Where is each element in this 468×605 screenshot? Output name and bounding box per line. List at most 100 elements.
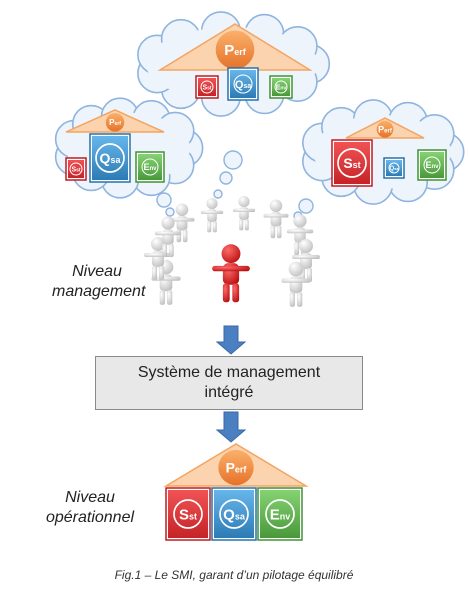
person-arms	[154, 231, 182, 236]
person-leg	[168, 243, 174, 258]
person-head	[288, 261, 304, 277]
block-Env: Env	[269, 75, 293, 99]
perf-badge	[218, 449, 254, 486]
block-Qsa: Qsa	[383, 157, 405, 179]
person-arms	[200, 210, 224, 214]
person-leg	[276, 225, 282, 239]
team-member	[281, 261, 311, 307]
team-circle	[144, 196, 320, 307]
thought-bubble	[165, 207, 175, 217]
roof: Perf	[163, 443, 309, 487]
block-ring	[274, 80, 288, 94]
person-leg	[159, 290, 165, 305]
person-leg	[270, 225, 276, 239]
flow-arrows	[215, 325, 247, 443]
block-Qsa: Qsa	[89, 133, 131, 183]
block-Sst: Sst	[65, 157, 87, 181]
roof-label: Perf	[224, 42, 247, 59]
person-arms	[281, 278, 311, 283]
person-leg	[232, 283, 240, 303]
person-arms	[169, 217, 195, 222]
management-level-line2: management	[52, 283, 146, 300]
block-ring	[233, 74, 253, 94]
arrow-down-to-system	[215, 325, 247, 355]
arrow-down-to-operations	[215, 411, 247, 443]
block-Qsa: Qsa	[227, 67, 259, 101]
roof-label: Perf	[378, 124, 393, 134]
block-label: Sst	[179, 506, 197, 523]
thought-bubble	[219, 171, 233, 185]
person-arms	[212, 265, 250, 272]
person-leg	[239, 219, 244, 231]
person-arms	[151, 276, 181, 281]
system-box-line2: intégré	[204, 384, 254, 401]
person-leg	[159, 266, 164, 280]
team-member	[232, 196, 256, 231]
management-level-line1: Niveau	[72, 263, 122, 280]
block-ring	[200, 80, 214, 94]
block-ring	[423, 156, 441, 174]
system-box-line1: Système de management	[137, 364, 321, 381]
thought-bubble	[298, 198, 314, 214]
block-Sst: Sst	[331, 139, 373, 187]
leader-figure	[212, 244, 250, 303]
roof-label: Perf	[109, 118, 121, 127]
person-leg	[182, 229, 188, 243]
team-member	[200, 198, 224, 233]
person-head	[175, 203, 189, 217]
block-label: Sst	[202, 84, 211, 91]
team-member	[154, 216, 182, 258]
block-ring	[265, 499, 295, 529]
thought-bubble	[156, 192, 172, 208]
team-member	[263, 199, 289, 239]
block-Qsa: Qsa	[211, 487, 257, 541]
person-arms	[144, 253, 172, 257]
person-leg	[289, 292, 295, 307]
block-ring	[388, 162, 400, 174]
integrated-system-box: Système de management intégré	[95, 356, 363, 410]
person-leg	[162, 243, 168, 258]
thought-bubble	[213, 189, 223, 199]
block-Env: Env	[417, 149, 447, 181]
person-leg	[152, 266, 157, 280]
block-Sst: Sst	[195, 75, 219, 99]
person-leg	[244, 219, 249, 231]
thought-bubble	[223, 150, 243, 170]
person-arms	[292, 255, 320, 259]
person-leg	[212, 221, 217, 233]
block-ring	[69, 162, 83, 176]
person-leg	[207, 221, 212, 233]
person-head	[206, 198, 218, 210]
person-leg	[297, 292, 303, 307]
roof: Perf	[157, 23, 313, 71]
block-label: Env	[425, 160, 439, 170]
block-fill	[386, 160, 402, 176]
perf-badge	[215, 30, 255, 70]
person-head	[221, 244, 241, 264]
perf-badge	[105, 113, 125, 132]
person-leg	[307, 268, 312, 282]
block-ring	[141, 158, 159, 176]
block-label: Env	[143, 162, 157, 172]
person-head	[238, 196, 250, 208]
block-Sst: Sst	[165, 487, 211, 541]
person-arms	[286, 229, 314, 234]
figure-caption: Fig.1 – Le SMI, garant d’un pilotage équ…	[114, 568, 354, 582]
block-label: Qsa	[389, 166, 399, 172]
block-label: Sst	[71, 166, 80, 173]
block-ring	[95, 143, 125, 173]
person-head	[269, 199, 283, 213]
perf-badge	[376, 120, 394, 138]
block-ring	[173, 499, 203, 529]
block-ring	[219, 499, 249, 529]
person-leg	[222, 283, 230, 303]
block-ring	[337, 148, 367, 178]
operational-level-label: Niveau opérationnel	[40, 488, 140, 528]
